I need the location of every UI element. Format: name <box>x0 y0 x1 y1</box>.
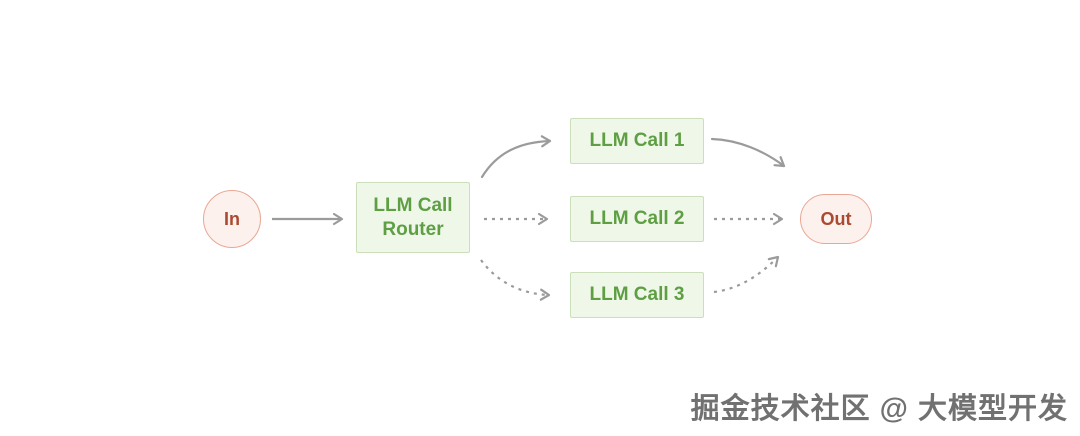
node-llm-call-2: LLM Call 2 <box>570 196 704 242</box>
edge-router-to-call1 <box>480 135 552 179</box>
node-out: Out <box>800 194 872 244</box>
edge-call1-to-out <box>710 137 786 168</box>
node-llm-call-1: LLM Call 1 <box>570 118 704 164</box>
node-llm-call-3: LLM Call 3 <box>570 272 704 318</box>
node-in: In <box>203 190 261 248</box>
edge-call3-to-out <box>713 255 780 294</box>
node-llm-call-router: LLM Call Router <box>356 182 470 253</box>
watermark-text: 掘金技术社区 @ 大模型开发 <box>690 393 1068 425</box>
edge-router-to-call3 <box>480 259 551 301</box>
